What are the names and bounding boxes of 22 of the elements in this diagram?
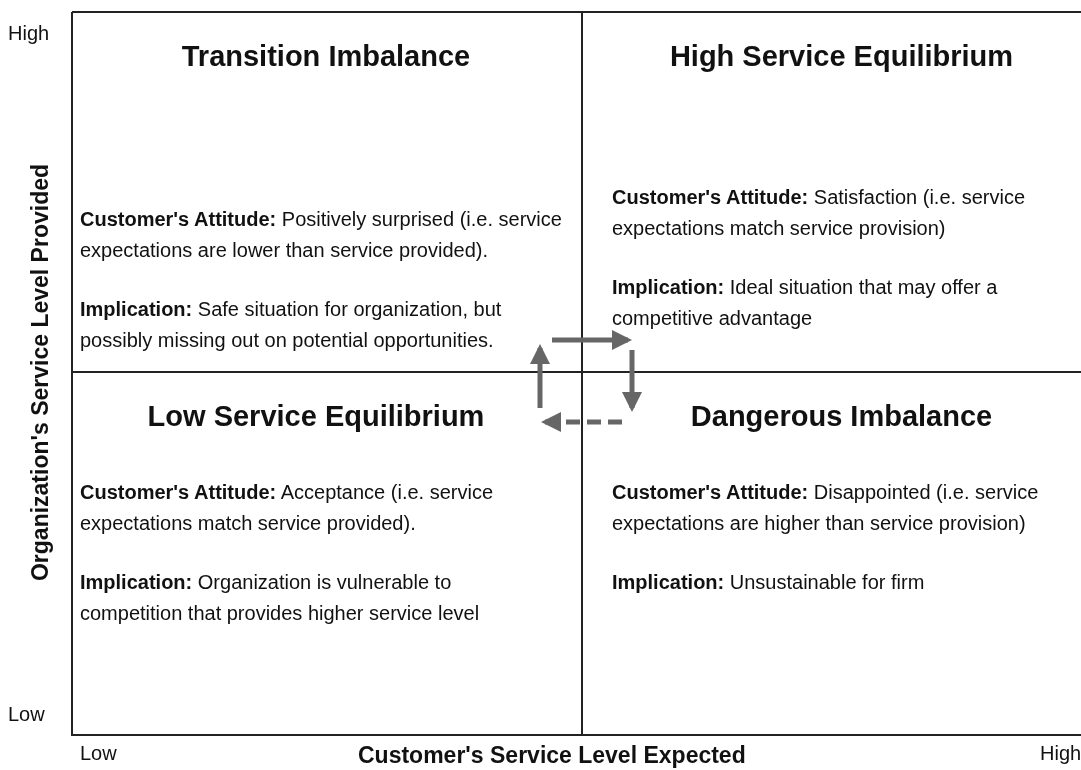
quadrant-description: Customer's Attitude: Acceptance (i.e. service expectations match service provided). bbox=[80, 480, 495, 536]
arrow bbox=[541, 412, 622, 432]
axis-end-label: High bbox=[8, 22, 50, 45]
axis-title: Customer's Service Level Expected bbox=[358, 742, 746, 769]
axis-end-label: Low bbox=[80, 742, 117, 765]
arrow bbox=[622, 350, 642, 412]
arrow bbox=[530, 344, 550, 408]
quadrant-heading: High Service Equilibrium bbox=[668, 40, 1015, 73]
quadrant-heading: Dangerous Imbalance bbox=[689, 400, 994, 433]
arrow bbox=[552, 330, 632, 350]
axis-title: Organization's Service Level Provided bbox=[26, 163, 54, 581]
quadrant-description: Customer's Attitude: Satisfaction (i.e. service expectations match service provision) bbox=[612, 185, 1026, 241]
quadrant-description: Implication: Safe situation for organization, but possibly missing out on potential opportunities. bbox=[80, 297, 503, 353]
axis-end-label: High bbox=[1040, 742, 1081, 765]
quadrant-heading: Transition Imbalance bbox=[180, 40, 472, 73]
quadrant-description: Implication: Organization is vulnerable to competition that provides higher service level bbox=[80, 570, 481, 626]
quadrant-description: Implication: Ideal situation that may offer a competitive advantage bbox=[612, 275, 999, 331]
quadrant-description: Customer's Attitude: Disappointed (i.e. service expectations are higher than service provision) bbox=[612, 480, 1040, 536]
quadrant-heading: Low Service Equilibrium bbox=[146, 400, 486, 433]
quadrant-description: Implication: Unsustainable for firm bbox=[612, 570, 926, 595]
quadrant-description: Customer's Attitude: Positively surprised (i.e. service expectations are lower than service provided). bbox=[80, 207, 563, 263]
axis-end-label: Low bbox=[8, 703, 45, 726]
